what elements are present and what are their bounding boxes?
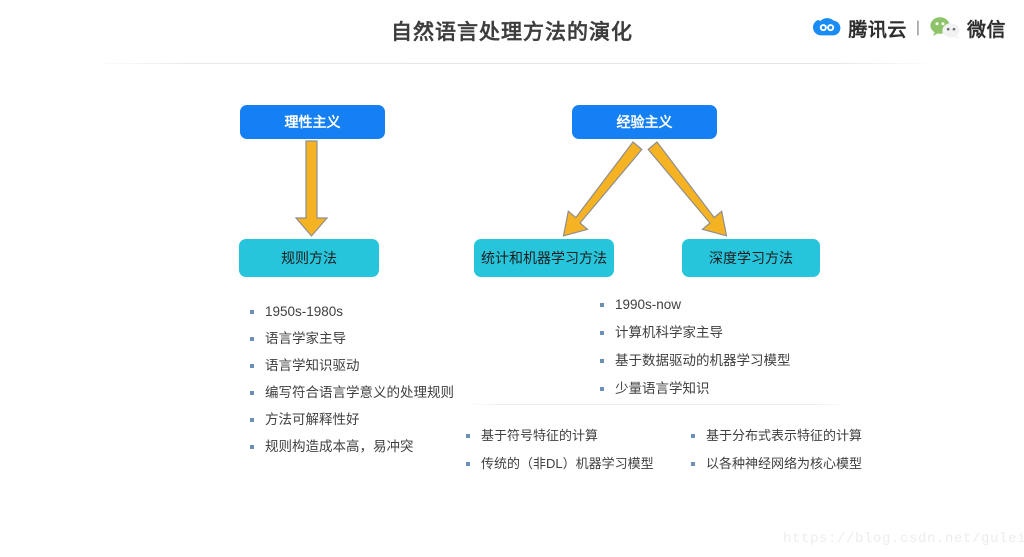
list-item-label: 基于分布式表示特征的计算: [706, 428, 863, 443]
wechat-bubbles-icon: [929, 16, 961, 40]
arrow-rationalism-to-rule: [294, 140, 329, 237]
sub-section-divider: [466, 404, 846, 405]
list-item: 编写符合语言学意义的处理规则: [250, 384, 454, 401]
list-item-label: 语言学知识驱动: [265, 358, 360, 373]
list-item-label: 基于数据驱动的机器学习模型: [615, 353, 791, 368]
list-item: 语言学知识驱动: [250, 357, 454, 374]
list-item-label: 方法可解释性好: [265, 412, 360, 427]
list-item: 传统的（非DL）机器学习模型: [466, 455, 654, 472]
list-item: 基于分布式表示特征的计算: [691, 427, 862, 444]
bullet-marker-icon: [600, 331, 604, 335]
bullet-marker-icon: [600, 387, 604, 391]
list-rule-methods: 1950s-1980s 语言学家主导 语言学知识驱动 编写符合语言学意义的处理规…: [250, 303, 454, 465]
list-item: 基于符号特征的计算: [466, 427, 654, 444]
brand-bar: 腾讯云 | 微信: [812, 13, 1006, 43]
bullet-marker-icon: [466, 434, 470, 438]
list-empirical-main: 1990s-now 计算机科学家主导 基于数据驱动的机器学习模型 少量语言学知识: [600, 296, 791, 408]
list-item-label: 计算机科学家主导: [615, 325, 723, 340]
list-item-label: 以各种神经网络为核心模型: [706, 456, 863, 471]
list-item-label: 规则构造成本高，易冲突: [265, 439, 414, 454]
page-title: 自然语言处理方法的演化: [391, 21, 633, 44]
list-item: 语言学家主导: [250, 330, 454, 347]
list-item: 少量语言学知识: [600, 380, 791, 397]
bullet-marker-icon: [466, 462, 470, 466]
bullet-marker-icon: [250, 445, 254, 449]
list-item: 规则构造成本高，易冲突: [250, 438, 454, 455]
list-statistical-sub: 基于符号特征的计算 传统的（非DL）机器学习模型: [466, 427, 654, 483]
node-rule-methods[interactable]: 规则方法: [239, 239, 379, 277]
bullet-marker-icon: [250, 337, 254, 341]
list-item: 1990s-now: [600, 296, 791, 313]
bullet-marker-icon: [250, 310, 254, 314]
list-item-label: 少量语言学知识: [615, 381, 710, 396]
watermark: https://blog.csdn.net/guleileo: [783, 531, 1024, 547]
bullet-marker-icon: [691, 462, 695, 466]
list-item-label: 编写符合语言学意义的处理规则: [265, 385, 454, 400]
bullet-marker-icon: [600, 303, 604, 307]
header-divider: [92, 63, 937, 64]
list-item-label: 语言学家主导: [265, 331, 346, 346]
list-item: 方法可解释性好: [250, 411, 454, 428]
wechat-label: 微信: [966, 19, 1006, 41]
list-item: 1950s-1980s: [250, 303, 454, 320]
bullet-marker-icon: [600, 359, 604, 363]
bullet-marker-icon: [250, 364, 254, 368]
list-item-label: 1990s-now: [615, 297, 682, 312]
brand-separator: |: [915, 19, 920, 36]
tencent-cloud-icon: [812, 17, 842, 39]
list-item-label: 基于符号特征的计算: [481, 428, 599, 443]
arrow-empiricism-to-statistical: [562, 141, 643, 237]
tencent-cloud-label: 腾讯云: [848, 19, 907, 41]
tencent-cloud-logo: 腾讯云: [812, 15, 907, 42]
list-item: 以各种神经网络为核心模型: [691, 455, 862, 472]
arrow-empiricism-to-deep: [647, 141, 728, 237]
list-deep-sub: 基于分布式表示特征的计算 以各种神经网络为核心模型: [691, 427, 862, 483]
list-item-label: 传统的（非DL）机器学习模型: [481, 456, 654, 471]
bullet-marker-icon: [250, 418, 254, 422]
node-deep-learning[interactable]: 深度学习方法: [682, 239, 820, 277]
list-item: 基于数据驱动的机器学习模型: [600, 352, 791, 369]
wechat-logo: 微信: [929, 15, 1006, 42]
bullet-marker-icon: [691, 434, 695, 438]
bullet-marker-icon: [250, 391, 254, 395]
node-empiricism[interactable]: 经验主义: [572, 105, 717, 139]
node-statistical-ml[interactable]: 统计和机器学习方法: [474, 239, 614, 277]
list-item: 计算机科学家主导: [600, 324, 791, 341]
node-rationalism[interactable]: 理性主义: [240, 105, 385, 139]
list-item-label: 1950s-1980s: [265, 304, 344, 319]
page-header: 自然语言处理方法的演化 腾讯云 |: [0, 0, 1024, 64]
